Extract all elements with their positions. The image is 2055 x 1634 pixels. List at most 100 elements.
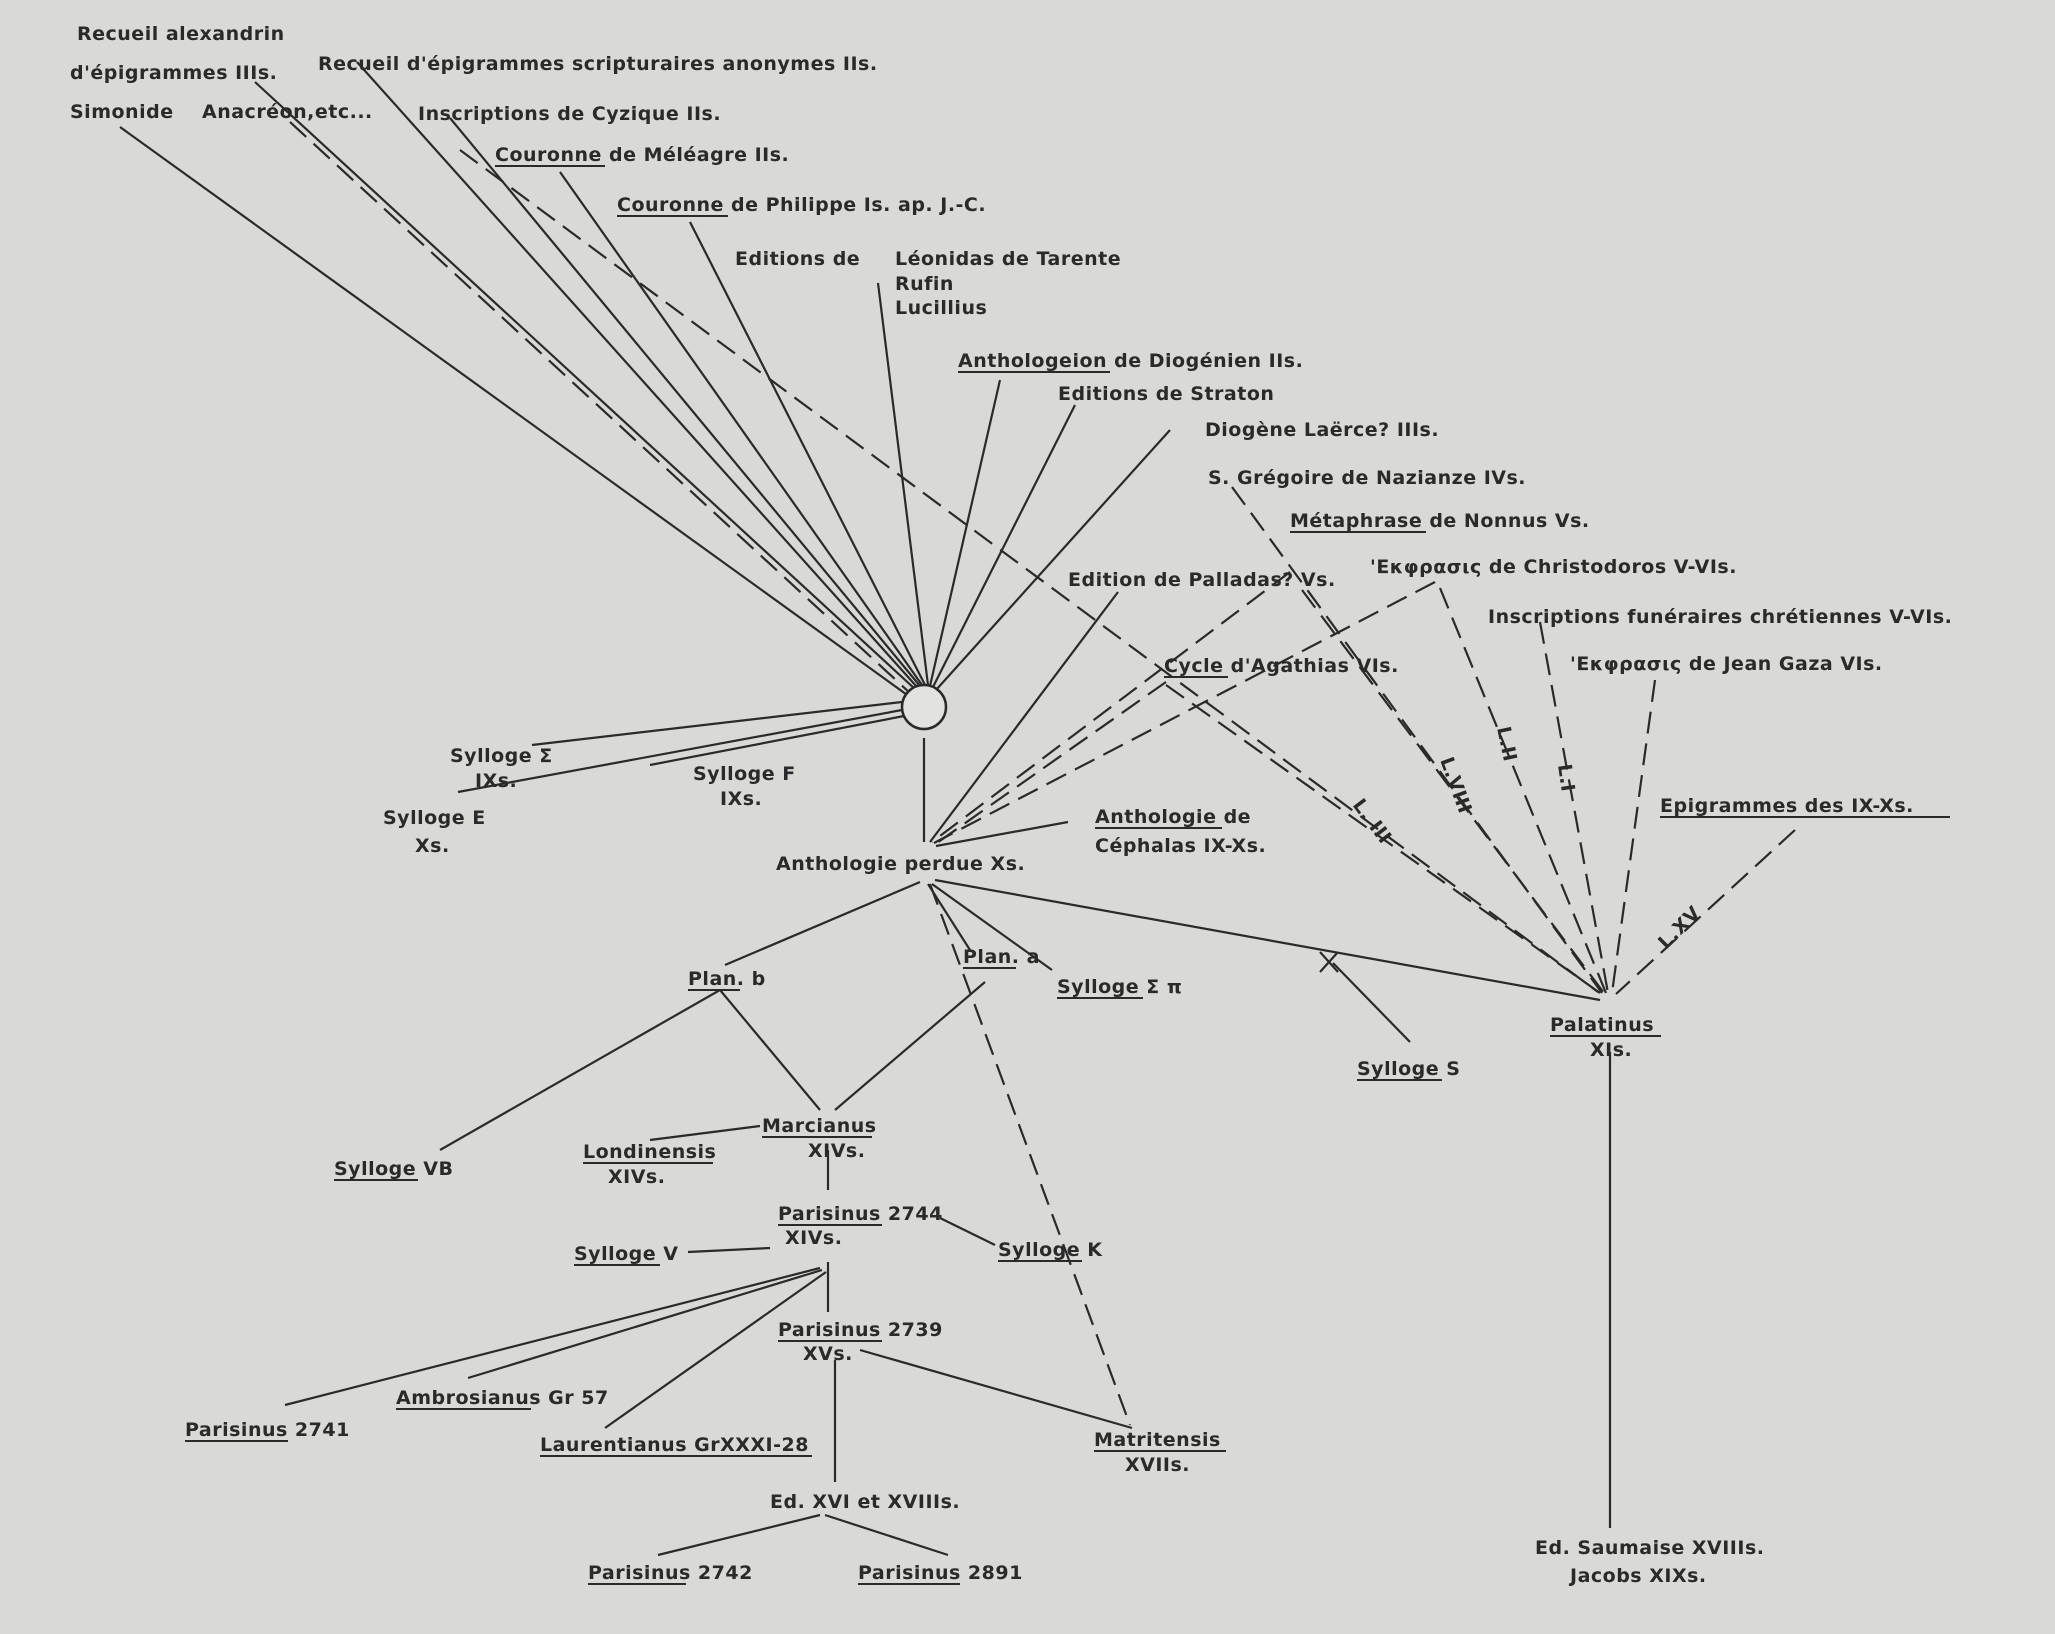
edge-cephalas bbox=[935, 820, 1069, 848]
edge-marcianus-londinensis bbox=[649, 1124, 761, 1142]
edge-cyzique-palatinus bbox=[459, 149, 1599, 993]
edge-ed-xvi-2742 bbox=[657, 1513, 821, 1557]
edge-recueil-alexandrin bbox=[254, 81, 916, 690]
label-ed-xvi-xviii: Ed. XVI et XVIIIs. bbox=[770, 1491, 960, 1513]
label-recueil-alexandrin-date: d'épigrammes IIIs. bbox=[70, 62, 277, 84]
edge-recueil-scripturaire bbox=[356, 61, 918, 688]
edge-cyzique bbox=[449, 117, 921, 687]
label-diogenien: Anthologeion de Diogénien IIs. bbox=[958, 350, 1303, 372]
label-sylloge-f-date: IXs. bbox=[720, 788, 762, 810]
label-plan-a: Plan. a bbox=[963, 946, 1040, 968]
label-philippe: Couronne de Philippe Is. ap. J.-C. bbox=[617, 194, 986, 216]
label-anthologie-perdue: Anthologie perdue Xs. bbox=[776, 853, 1025, 875]
stemma-labels: Recueil alexandrin d'épigrammes IIIs. Si… bbox=[70, 23, 1952, 1587]
edge-2744-sylloge-v bbox=[687, 1246, 771, 1254]
label-ambrosianus: Ambrosianus Gr 57 bbox=[396, 1387, 609, 1409]
label-editions-de: Editions de bbox=[735, 248, 860, 270]
label-sylloge-v: Sylloge V bbox=[574, 1243, 678, 1265]
label-parisinus-2739-date: XVs. bbox=[803, 1343, 853, 1365]
edge-plan-b-vb bbox=[439, 989, 721, 1151]
label-cephalas: Anthologie de bbox=[1095, 806, 1251, 828]
label-londinensis-date: XIVs. bbox=[608, 1166, 665, 1188]
label-epigrammes-ix-x: Epigrammes des IX-Xs. bbox=[1660, 795, 1914, 817]
edge-plan-a-marcianus bbox=[834, 981, 986, 1111]
label-sylloge-e: Sylloge E bbox=[383, 807, 486, 829]
label-sylloge-sigma-date: IXs. bbox=[475, 770, 517, 792]
label-marcianus-date: XIVs. bbox=[808, 1140, 865, 1162]
edge-2744-laurentianus bbox=[604, 1271, 827, 1429]
label-lucillius: Lucillius bbox=[895, 297, 987, 319]
edge-meleagre bbox=[559, 171, 923, 686]
label-anacreon: Anacréon,etc... bbox=[202, 101, 373, 123]
label-parisinus-2741: Parisinus 2741 bbox=[185, 1419, 350, 1441]
edge-perdue-sylloge-sp bbox=[931, 883, 1053, 971]
edge-perdue-palatinus bbox=[934, 878, 1601, 1002]
label-parisinus-2742: Parisinus 2742 bbox=[588, 1562, 753, 1584]
label-matritensis: Matritensis bbox=[1094, 1429, 1221, 1451]
label-recueil-alexandrin: Recueil alexandrin bbox=[77, 23, 285, 45]
edge-2744-sylloge-k bbox=[939, 1217, 996, 1246]
label-jacobs: Jacobs XIXs. bbox=[1568, 1565, 1707, 1587]
label-sylloge-sigma: Sylloge Σ bbox=[450, 745, 553, 767]
edge-leonidas bbox=[876, 282, 930, 686]
label-laurentianus: Laurentianus GrXXXI-28 bbox=[540, 1434, 809, 1456]
label-ed-saumaise: Ed. Saumaise XVIIIs. bbox=[1535, 1537, 1764, 1559]
label-christodoros: 'Εκφρασις de Christodoros V-VIs. bbox=[1370, 556, 1737, 578]
edge-epigrammes-palatinus bbox=[1615, 829, 1796, 995]
label-sylloge-sigma-pi: Sylloge Σ π bbox=[1057, 976, 1182, 998]
edge-x-sylloge-s bbox=[1332, 962, 1411, 1043]
convergence-circle bbox=[900, 683, 948, 731]
label-livre-ii: L.II bbox=[1492, 724, 1521, 763]
label-londinensis: Londinensis bbox=[583, 1141, 716, 1163]
edge-perdue-plan-b bbox=[724, 880, 921, 967]
edge-diogene bbox=[935, 429, 1171, 691]
edge-circle-sylloge-f bbox=[649, 714, 905, 767]
label-livre-xv: L.XV bbox=[1654, 902, 1705, 953]
edge-diogenien bbox=[928, 379, 1002, 687]
label-gaza: 'Εκφρασις de Jean Gaza VIs. bbox=[1570, 653, 1883, 675]
edge-ed-xvi-2891 bbox=[824, 1513, 949, 1557]
label-gregoire: S. Grégoire de Nazianze IVs. bbox=[1208, 467, 1526, 489]
label-palatinus: Palatinus bbox=[1550, 1014, 1654, 1036]
label-matritensis-date: XVIIs. bbox=[1125, 1454, 1190, 1476]
edge-2739-matritensis bbox=[859, 1348, 1133, 1430]
label-recueil-scripturaire: Recueil d'épigrammes scripturaires anony… bbox=[318, 53, 878, 75]
label-marcianus: Marcianus bbox=[762, 1115, 877, 1137]
edge-2744-ambrosianus bbox=[467, 1268, 823, 1380]
label-palladas: Edition de Palladas? Vs. bbox=[1068, 569, 1336, 591]
edge-simonide bbox=[119, 126, 911, 698]
label-sylloge-s: Sylloge S bbox=[1357, 1058, 1460, 1080]
label-parisinus-2739: Parisinus 2739 bbox=[778, 1319, 943, 1341]
edge-perdue-matritensis bbox=[928, 883, 1132, 1426]
edge-straton bbox=[932, 404, 1076, 688]
label-plan-b: Plan. b bbox=[688, 968, 766, 990]
edge-plan-b-marcianus bbox=[719, 989, 821, 1111]
edge-funeraires-palatinus bbox=[1538, 621, 1610, 994]
label-funeraires: Inscriptions funéraires chrétiennes V-VI… bbox=[1488, 606, 1952, 628]
label-simonide: Simonide bbox=[70, 101, 174, 123]
edge-circle-sylloge-sigma bbox=[531, 700, 903, 747]
edge-gaza-palatinus bbox=[1610, 679, 1657, 994]
label-cephalas-date: Céphalas IX-Xs. bbox=[1095, 835, 1266, 857]
edge-2744-2741 bbox=[284, 1266, 821, 1407]
label-livre-iii: L. III bbox=[1348, 795, 1396, 848]
label-sylloge-k: Sylloge K bbox=[998, 1239, 1103, 1261]
label-straton: Editions de Straton bbox=[1058, 383, 1274, 405]
edge-circle-sylloge-e bbox=[457, 708, 903, 794]
edge-palladas bbox=[929, 591, 1119, 843]
edge-christodoros-palatinus bbox=[1438, 587, 1608, 994]
label-parisinus-2891: Parisinus 2891 bbox=[858, 1562, 1023, 1584]
edge-agathias-palatinus bbox=[1165, 684, 1601, 994]
label-sylloge-f: Sylloge F bbox=[693, 763, 796, 785]
edge-nonnus-palatinus bbox=[1301, 589, 1605, 994]
edge-agathias-perdue bbox=[933, 681, 1167, 846]
underlines bbox=[185, 165, 1950, 1585]
label-parisinus-2744: Parisinus 2744 bbox=[778, 1203, 943, 1225]
edge-anacreon bbox=[289, 121, 911, 694]
label-rufin: Rufin bbox=[895, 273, 954, 295]
label-sylloge-vb: Sylloge VB bbox=[334, 1158, 453, 1180]
label-sylloge-e-date: Xs. bbox=[415, 835, 450, 857]
label-nonnus: Métaphrase de Nonnus Vs. bbox=[1290, 510, 1590, 532]
x-mark-b bbox=[1319, 951, 1339, 973]
